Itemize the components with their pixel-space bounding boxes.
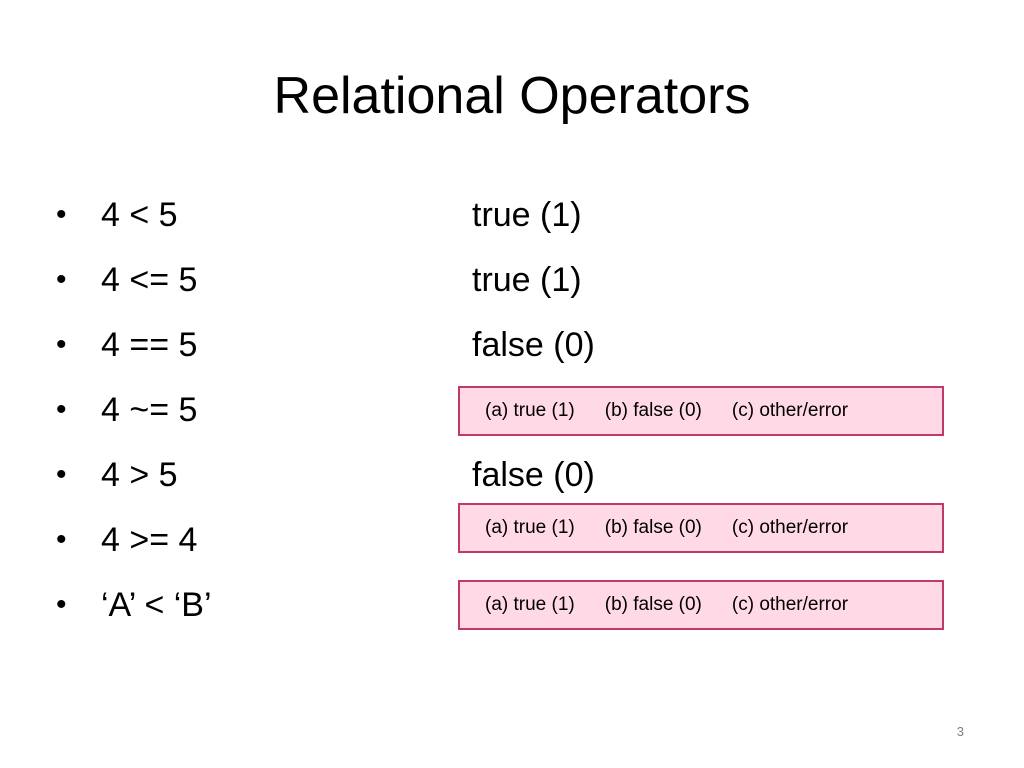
bullet-icon: • [56, 327, 67, 361]
bullet-item: • 4 <= 5 [56, 247, 476, 312]
slide-title: Relational Operators [273, 67, 751, 125]
expression-text: 4 > 5 [101, 455, 178, 494]
choice-c: (c) other/error [731, 400, 849, 421]
page-number: 3 [956, 724, 964, 739]
bullet-item: • ‘A’ < ‘B’ [56, 572, 476, 637]
choice-c: (c) other/error [731, 594, 849, 615]
bullet-icon: • [56, 262, 67, 296]
bullet-item: • 4 < 5 [56, 182, 476, 247]
bullet-icon: • [56, 457, 67, 491]
choice-b: (b) false (0) [604, 400, 702, 421]
bullet-icon: • [56, 197, 67, 231]
answer-text: true (1) [472, 260, 582, 299]
bullet-item: • 4 == 5 [56, 312, 476, 377]
expression-text: 4 <= 5 [101, 260, 198, 299]
expression-text: 4 ~= 5 [101, 390, 198, 429]
answer-text: false (0) [472, 325, 595, 364]
bullet-icon: • [56, 522, 67, 556]
expression-text: 4 == 5 [101, 325, 198, 364]
bullet-item: • 4 ~= 5 [56, 377, 476, 442]
choice-b: (b) false (0) [604, 594, 702, 615]
choice-box: (a) true (1) (b) false (0) (c) other/err… [458, 580, 944, 630]
choice-c: (c) other/error [731, 517, 849, 538]
expression-text: ‘A’ < ‘B’ [101, 585, 212, 624]
bullet-icon: • [56, 587, 67, 621]
expression-text: 4 < 5 [101, 195, 178, 234]
choice-a: (a) true (1) [485, 400, 575, 421]
choice-box: (a) true (1) (b) false (0) (c) other/err… [458, 503, 944, 553]
choice-box: (a) true (1) (b) false (0) (c) other/err… [458, 386, 944, 436]
expression-text: 4 >= 4 [101, 520, 198, 559]
answer-text: true (1) [472, 195, 582, 234]
bullet-item: • 4 >= 4 [56, 507, 476, 572]
choice-b: (b) false (0) [604, 517, 702, 538]
choice-a: (a) true (1) [485, 594, 575, 615]
bullet-list: • 4 < 5 • 4 <= 5 • 4 == 5 • 4 ~= 5 • 4 >… [56, 182, 476, 637]
bullet-icon: • [56, 392, 67, 426]
choice-a: (a) true (1) [485, 517, 575, 538]
bullet-item: • 4 > 5 [56, 442, 476, 507]
answers-column: true (1) true (1) false (0) false (0) [472, 182, 972, 637]
answer-text: false (0) [472, 455, 595, 494]
